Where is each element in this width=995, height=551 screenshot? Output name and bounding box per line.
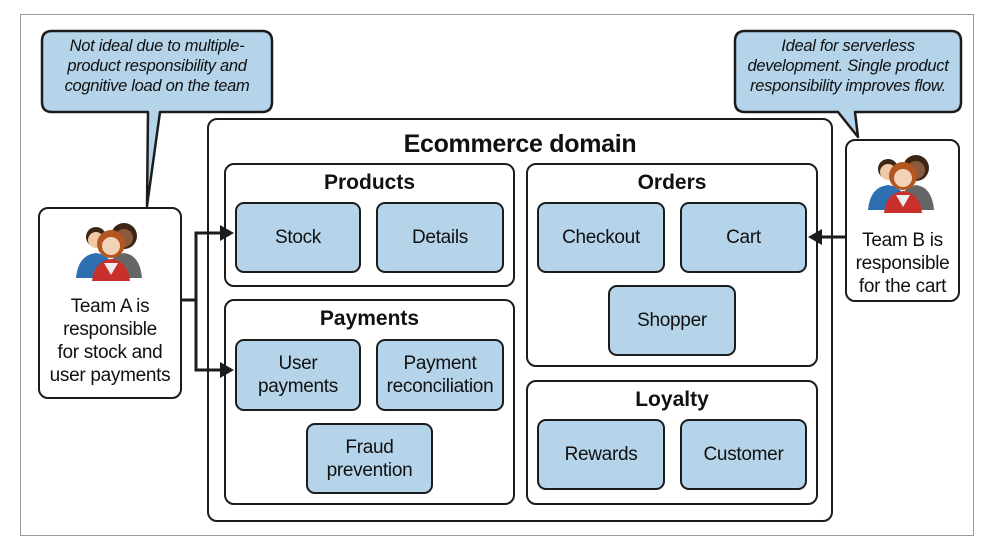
loyalty-title: Loyalty <box>635 388 709 411</box>
team-b-box: Team B is responsible for the cart <box>845 139 960 302</box>
shopper-service: Shopper <box>608 285 736 356</box>
payments-title: Payments <box>319 307 420 330</box>
rewards-service: Rewards <box>537 419 665 490</box>
fraud-prevention-service: Fraud prevention <box>306 423 433 494</box>
team-a-box: Team A is responsible for stock and user… <box>38 207 182 399</box>
figure-frame <box>20 14 974 536</box>
domain-title: Ecommerce domain <box>403 130 637 158</box>
stock-service: Stock <box>235 202 361 273</box>
user-payments-service: User payments <box>235 339 361 411</box>
arrow-to-user-payments <box>220 362 234 378</box>
cart-service: Cart <box>680 202 807 273</box>
products-title: Products <box>323 171 415 194</box>
team-a-label: Team A is responsible for stock and user… <box>49 296 171 386</box>
arrow-to-cart <box>808 229 822 245</box>
payment-reconciliation-service: Payment reconciliation <box>376 339 504 411</box>
team-people-icon <box>868 155 934 213</box>
callout-b-text: Ideal for serverless development. Single… <box>747 37 949 95</box>
checkout-service: Checkout <box>537 202 665 273</box>
orders-title: Orders <box>637 171 707 194</box>
team-people-icon <box>76 223 142 281</box>
customer-service: Customer <box>680 419 807 490</box>
arrow-to-stock <box>220 225 234 241</box>
details-service: Details <box>376 202 504 273</box>
callout-a-text: Not ideal due to multiple- product respo… <box>64 37 250 95</box>
team-b-label: Team B is responsible for the cart <box>855 230 950 297</box>
